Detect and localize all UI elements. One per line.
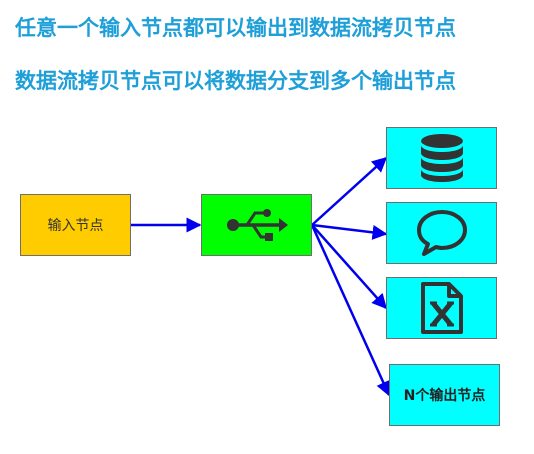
arrow-hub-to-database: [311, 156, 388, 226]
input-node: 输入节点: [20, 194, 131, 256]
output-node-database: [386, 127, 497, 189]
title-line-1: 任意一个输入节点都可以输出到数据流拷贝节点: [15, 16, 456, 40]
usb-icon: [226, 209, 288, 241]
input-node-label: 输入节点: [47, 218, 104, 234]
database-icon: [420, 134, 463, 182]
excel-file-icon: [420, 282, 463, 334]
copy-node: [201, 194, 312, 256]
output-node-n: N个输出节点: [389, 364, 500, 426]
arrow-hub-to-file: [311, 224, 387, 310]
n-output-label: N个输出节点: [403, 388, 486, 404]
chat-bubble-icon: [416, 210, 467, 256]
title-line-2: 数据流拷贝节点可以将数据分支到多个输出节点: [15, 69, 456, 93]
arrow-hub-to-chat: [311, 223, 388, 240]
arrow-hub-to-n-outputs: [310, 224, 391, 397]
output-node-excel: [386, 277, 497, 339]
output-node-message: [386, 202, 497, 264]
